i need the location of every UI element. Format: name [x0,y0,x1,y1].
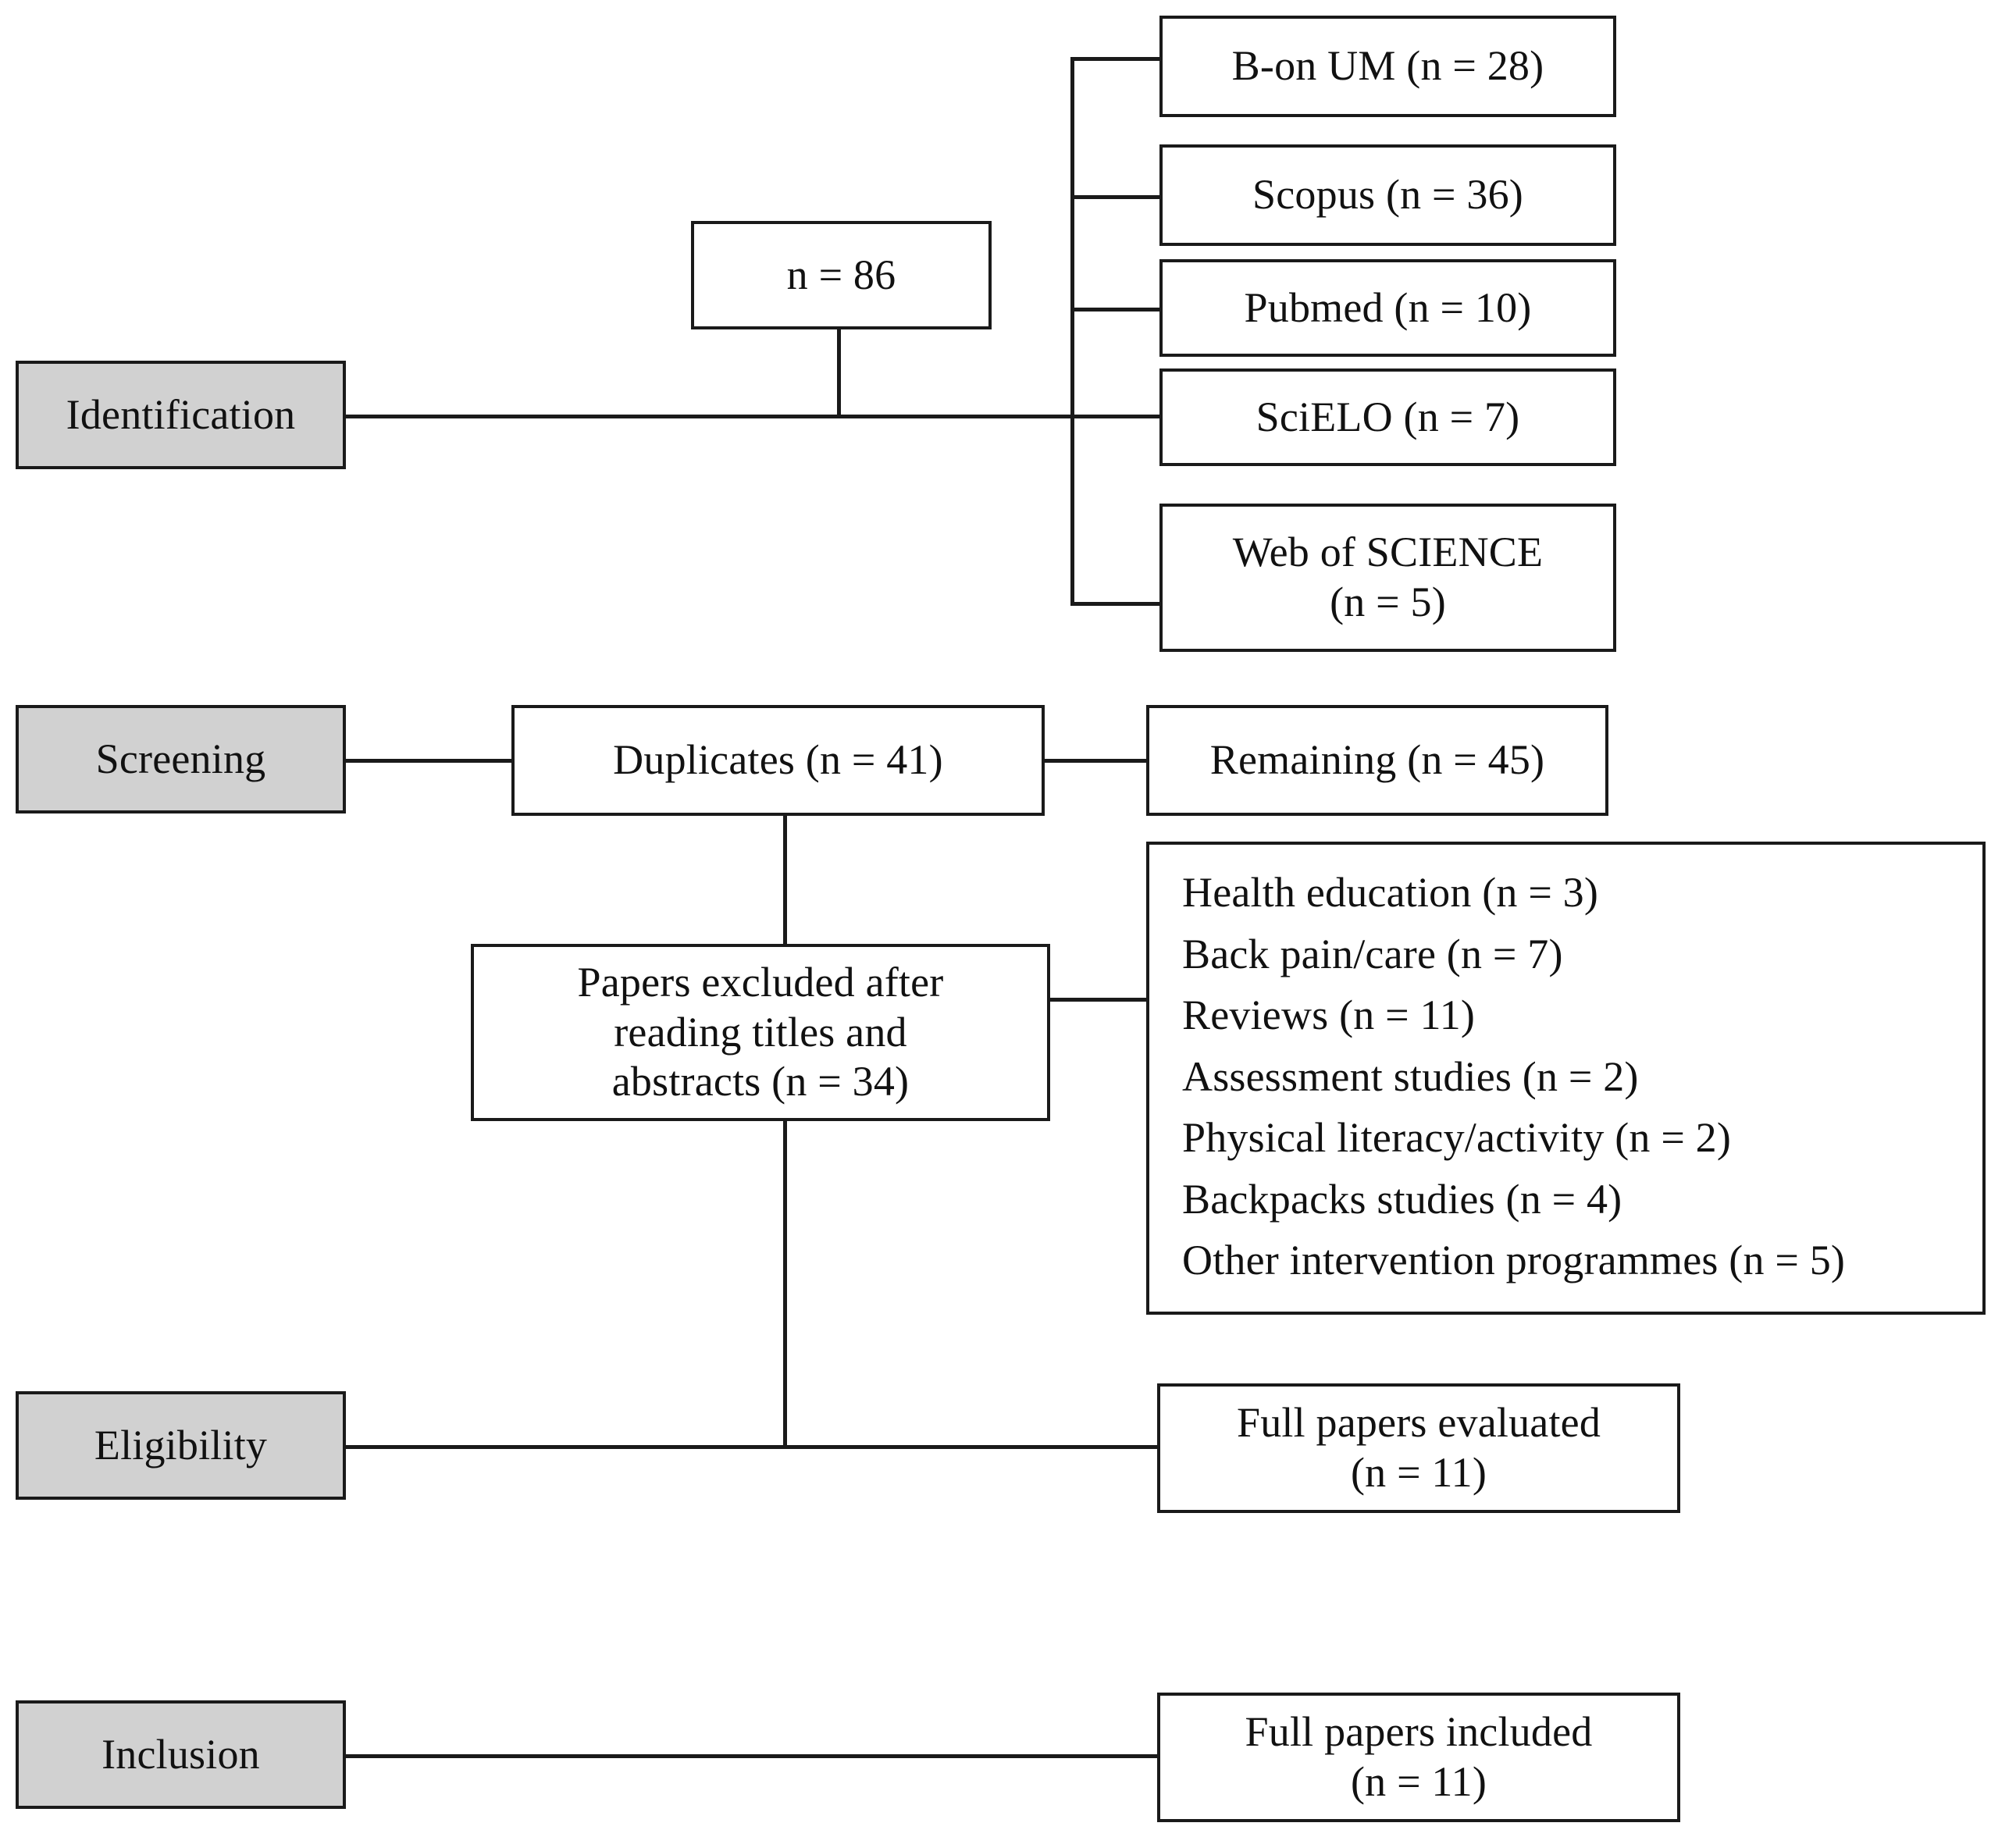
connector-source-stub-5 [1070,602,1160,606]
source-box-bon-um: B-on UM (n = 28) [1159,16,1616,117]
source-box-scopus: Scopus (n = 36) [1159,144,1616,246]
papers-excluded-line1: Papers excluded after [577,958,944,1006]
stage-label-screening: Screening [95,735,266,782]
papers-excluded-line3: abstracts (n = 34) [611,1058,910,1105]
exclusion-reason-item: Back pain/care (n = 7) [1182,930,1563,977]
connector-duplicates-to-remaining [1042,759,1151,763]
remaining-label: Remaining (n = 45) [1209,736,1545,784]
exclusion-reason-item: Health education (n = 3) [1182,869,1599,916]
exclusion-reason-item: Assessment studies (n = 2) [1182,1052,1639,1100]
connector-n86-vertical [837,328,841,418]
source-label-web-of-science-line2: (n = 5) [1330,579,1446,625]
stage-box-inclusion: Inclusion [16,1700,346,1809]
source-box-pubmed: Pubmed (n = 10) [1159,259,1616,357]
full-papers-included-box: Full papers included (n = 11) [1157,1693,1680,1822]
full-papers-included-line1: Full papers included [1245,1708,1593,1756]
stage-box-identification: Identification [16,361,346,469]
stage-box-screening: Screening [16,705,346,813]
connector-duplicates-down [783,814,787,959]
connector-screening-to-duplicates [346,759,515,763]
connector-source-stub-3 [1070,308,1160,312]
duplicates-box: Duplicates (n = 41) [511,705,1045,816]
source-label-bon-um: B-on UM (n = 28) [1231,42,1544,90]
source-box-web-of-science: Web of SCIENCE (n = 5) [1159,504,1616,652]
source-label-scopus: Scopus (n = 36) [1252,171,1523,219]
exclusion-reasons-box: Health education (n = 3) Back pain/care … [1146,842,1986,1315]
connector-source-stub-1 [1070,57,1160,61]
total-records-label: n = 86 [786,251,896,298]
duplicates-label: Duplicates (n = 41) [613,736,943,784]
remaining-box: Remaining (n = 45) [1146,705,1608,816]
exclusion-reason-item: Other intervention programmes (n = 5) [1182,1237,1846,1284]
connector-eligibility-to-evaluated [346,1445,1161,1449]
stage-box-eligibility: Eligibility [16,1391,346,1500]
source-box-scielo: SciELO (n = 7) [1159,368,1616,466]
source-label-pubmed: Pubmed (n = 10) [1244,283,1532,331]
stage-label-inclusion: Inclusion [102,1730,260,1778]
connector-source-stub-2 [1070,195,1160,199]
connector-source-stub-4 [1070,415,1160,418]
papers-excluded-box: Papers excluded after reading titles and… [471,944,1050,1121]
connector-excluded-to-reasons [1050,998,1150,1002]
source-label-scielo: SciELO (n = 7) [1256,393,1520,440]
full-papers-evaluated-line2: (n = 11) [1350,1449,1487,1496]
connector-identification-horizontal [346,415,1072,418]
exclusion-reason-item: Backpacks studies (n = 4) [1182,1175,1622,1223]
connector-excluded-down [783,1120,787,1447]
exclusion-reason-item: Reviews (n = 11) [1182,991,1476,1039]
exclusion-reason-item: Physical literacy/activity (n = 2) [1182,1114,1732,1162]
full-papers-evaluated-line1: Full papers evaluated [1236,1399,1601,1447]
source-label-web-of-science-line1: Web of SCIENCE [1232,529,1544,576]
stage-label-identification: Identification [66,390,296,438]
connector-inclusion-to-included [346,1754,1161,1758]
full-papers-included-line2: (n = 11) [1350,1758,1487,1805]
full-papers-evaluated-box: Full papers evaluated (n = 11) [1157,1383,1680,1513]
connector-sources-bracket-spine [1070,57,1074,605]
papers-excluded-line2: reading titles and [614,1008,907,1056]
total-records-box: n = 86 [691,221,992,329]
stage-label-eligibility: Eligibility [94,1421,268,1469]
